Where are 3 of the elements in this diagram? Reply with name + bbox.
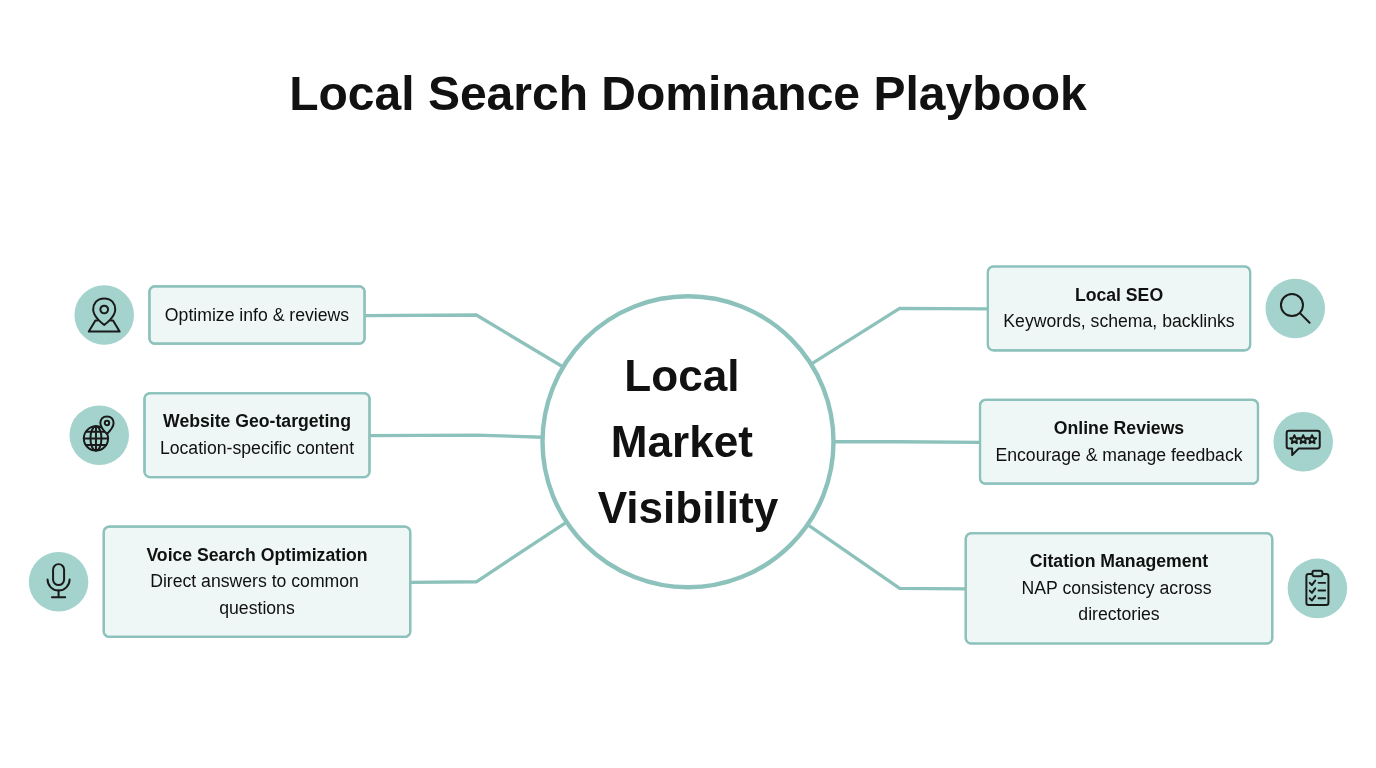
node-circle: Local Market Visibility [540,294,836,590]
connector [410,520,568,584]
title: Local Search Dominance Playbook [289,66,1087,122]
